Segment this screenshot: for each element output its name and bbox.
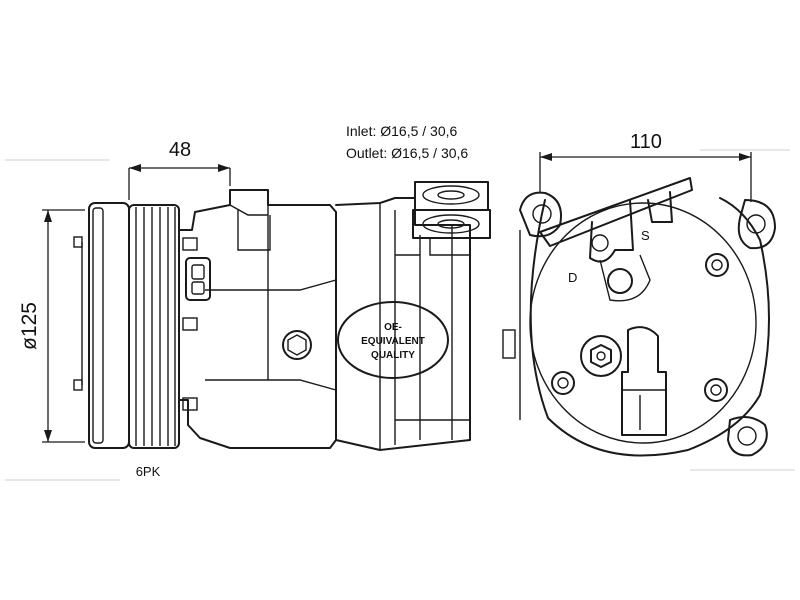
discharge-mark: D [568,270,577,285]
outlet-spec: Outlet: Ø16,5 / 30,6 [346,145,468,161]
rear-body [335,197,471,451]
hex-plug [282,330,312,360]
dimension-body-width: 110 [539,131,752,202]
quality-seal: OE- EQUIVALENT QUALITY [337,301,449,379]
suction-mark: S [641,228,650,243]
inlet-spec: Inlet: Ø16,5 / 30,6 [346,123,458,139]
pressure-valve [621,326,667,436]
clutch-plate [73,202,130,449]
pulley [128,204,180,449]
service-ports [412,181,491,256]
pulley-width-label: 48 [169,139,191,161]
seal-line-3: QUALITY [371,350,415,361]
center-valve [580,335,622,377]
port-bracket [539,177,693,302]
front-housing [178,189,337,449]
background-watermark [5,149,795,481]
body-width-label: 110 [630,131,662,153]
seal-line-1: OE- [384,322,402,333]
rear-view: 110 [502,131,776,457]
bolt-holes [551,253,729,402]
seal-line-2: EQUIVALENT [361,336,425,347]
pulley-diameter-label: ø125 [18,302,41,350]
mounting-ear-bottom-right [727,415,768,457]
side-view: OE- EQUIVALENT QUALITY 48 ø125 6PK Inlet… [18,123,491,479]
mounting-ear-top-right [737,199,776,250]
dimension-pulley-width: 48 [128,139,231,200]
electrical-connector [185,257,211,301]
dimension-pulley-diameter: ø125 [18,209,85,443]
belt-type-label: 6PK [136,464,161,479]
mounting-ear-top-left [519,191,562,238]
